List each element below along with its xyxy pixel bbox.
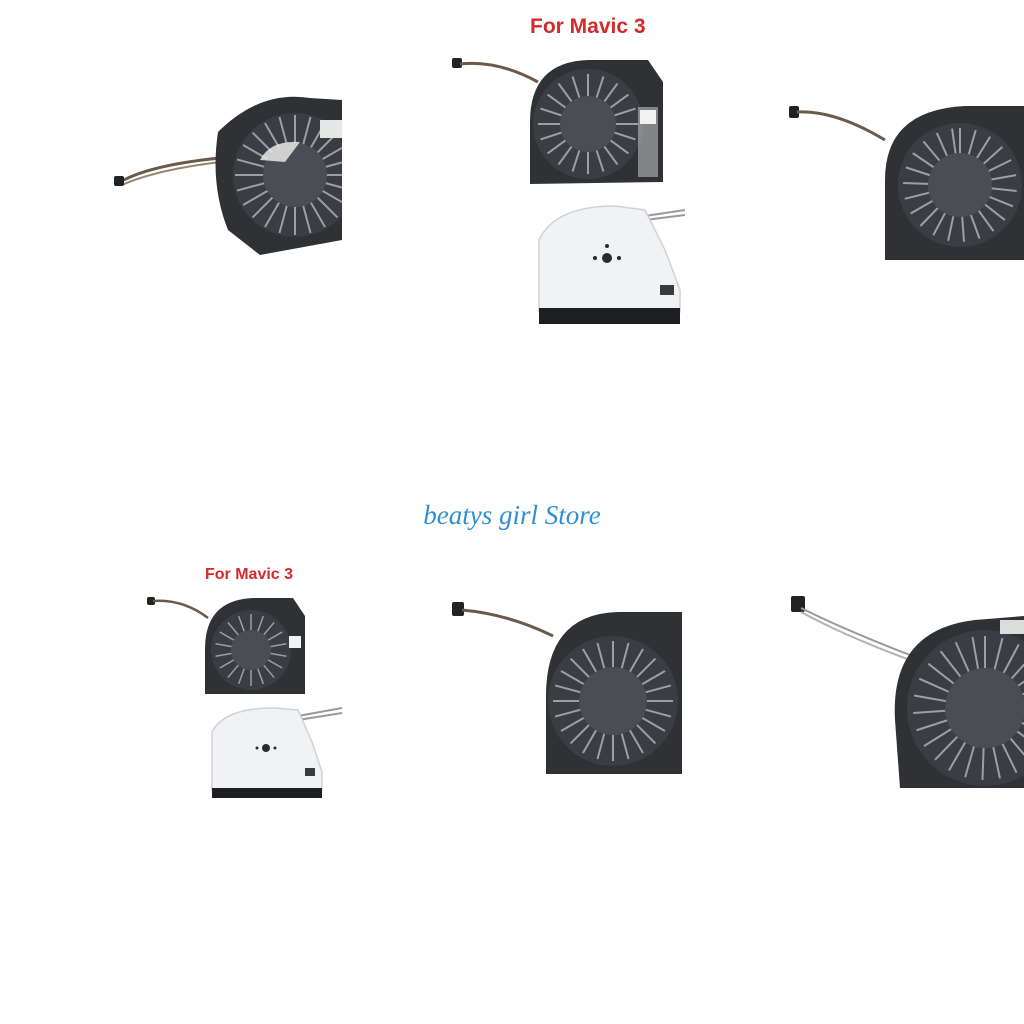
- product-photo-fan-close-right: [785, 590, 1024, 790]
- cooling-fan-icon: [211, 707, 342, 798]
- product-photo-fan-angle-left: [110, 90, 342, 265]
- product-photo-fan-back-plate-bottom: [208, 702, 342, 800]
- fan-icon: [452, 602, 682, 774]
- product-photo-fan-back-plate-top: [535, 200, 685, 326]
- fan-icon: [791, 596, 1024, 788]
- product-photo-fan-front-top: [448, 52, 688, 192]
- store-watermark: beatys girl Store: [423, 500, 601, 530]
- caption-for-mavic-3-top: For Mavic 3: [530, 15, 646, 38]
- caption-for-mavic-3-bottom: For Mavic 3: [205, 566, 294, 583]
- product-photo-fan-angle-right: [785, 100, 1024, 265]
- fan-icon: [452, 58, 663, 184]
- fan-icon: [147, 597, 305, 694]
- fan-icon: [789, 106, 1024, 260]
- cooling-fan-icon: [538, 205, 685, 324]
- product-photo-fan-close-middle: [448, 596, 682, 778]
- fan-icon: [114, 96, 342, 255]
- product-photo-fan-front-bottom: [143, 594, 313, 696]
